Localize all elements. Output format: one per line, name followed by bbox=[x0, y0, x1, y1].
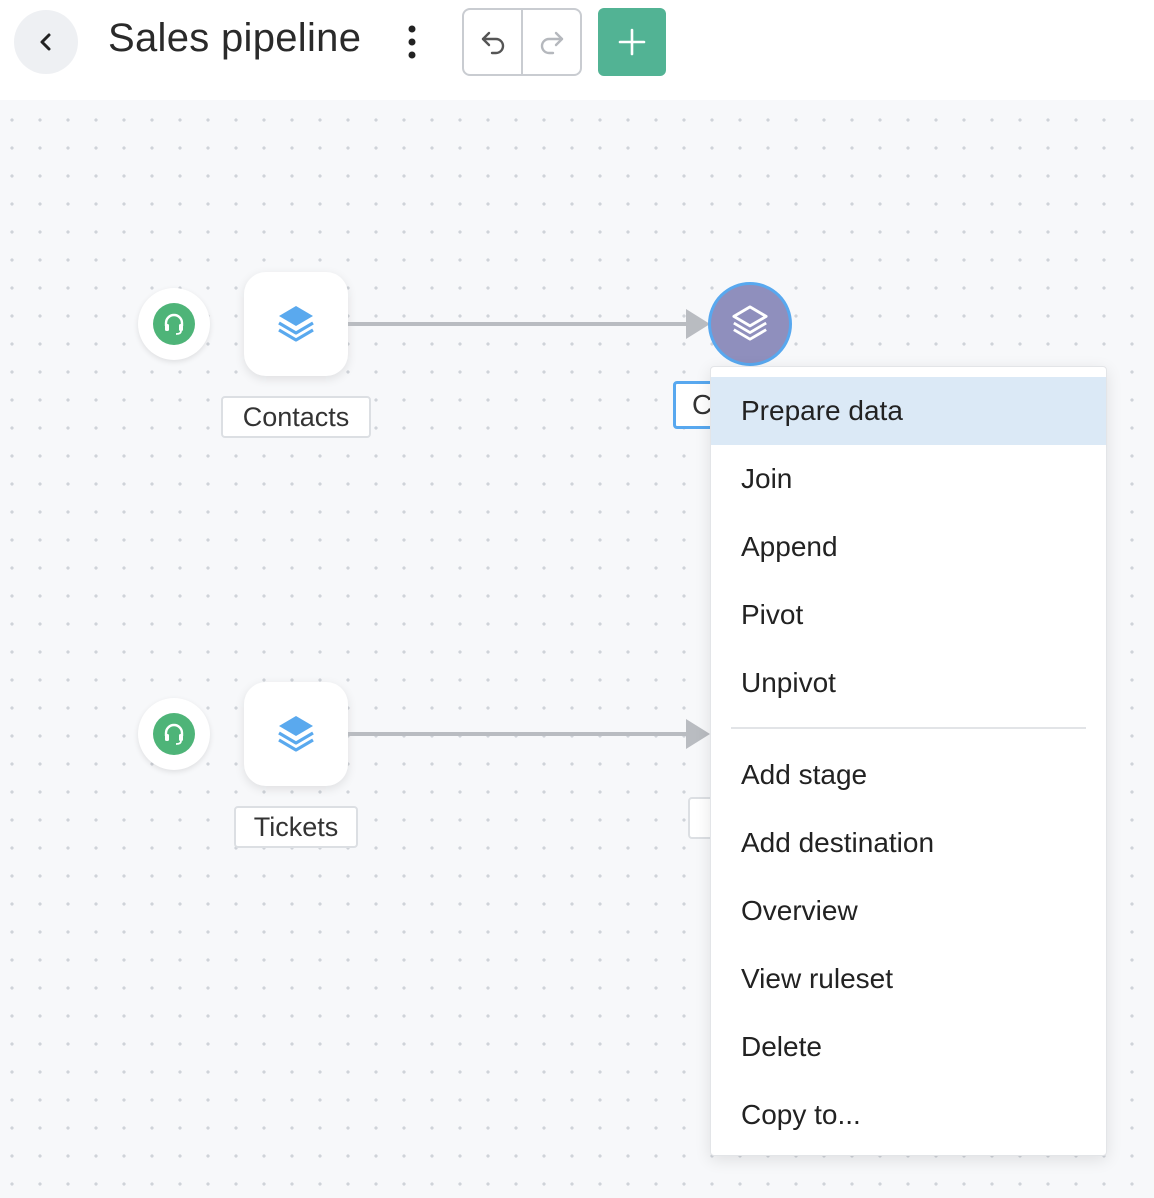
plus-icon bbox=[618, 28, 646, 56]
menu-item-prepare-data[interactable]: Prepare data bbox=[711, 377, 1106, 445]
menu-divider bbox=[731, 727, 1086, 729]
menu-item-add-stage[interactable]: Add stage bbox=[741, 759, 868, 790]
menu-item-append[interactable]: Append bbox=[741, 531, 838, 562]
headset-icon bbox=[164, 723, 184, 745]
menu-item-view-ruleset[interactable]: View ruleset bbox=[741, 963, 894, 994]
menu-item-join[interactable]: Join bbox=[741, 463, 793, 494]
chevron-left-icon bbox=[40, 33, 51, 51]
undo-redo-group bbox=[462, 8, 582, 76]
menu-item-delete[interactable]: Delete bbox=[741, 1031, 822, 1062]
connector-tickets bbox=[348, 732, 688, 736]
menu-item-add-destination[interactable]: Add destination bbox=[741, 827, 935, 858]
undo-button[interactable] bbox=[464, 10, 521, 74]
connector-contacts bbox=[348, 322, 688, 326]
context-menu: Prepare data Join Append Pivot Unpivot A… bbox=[710, 366, 1107, 1156]
headset-icon bbox=[164, 313, 184, 335]
menu-item-overview[interactable]: Overview bbox=[741, 895, 858, 926]
undo-icon bbox=[481, 31, 504, 55]
add-button[interactable] bbox=[598, 8, 666, 76]
stage-node[interactable] bbox=[708, 282, 792, 366]
kebab-icon bbox=[408, 25, 416, 59]
arrow-tickets bbox=[686, 719, 710, 749]
more-options-button[interactable] bbox=[398, 22, 426, 62]
top-bar: Sales pipeline bbox=[0, 0, 1154, 100]
node-label-tickets[interactable]: Tickets bbox=[234, 806, 358, 848]
node-tickets[interactable] bbox=[244, 682, 348, 786]
menu-item-copy-to[interactable]: Copy to... bbox=[741, 1099, 861, 1130]
source-contacts[interactable] bbox=[138, 288, 210, 360]
redo-button[interactable] bbox=[521, 10, 580, 74]
layers-icon bbox=[732, 305, 768, 341]
layers-icon bbox=[278, 306, 314, 342]
page-title: Sales pipeline bbox=[108, 16, 362, 60]
redo-icon bbox=[540, 31, 563, 55]
source-tickets[interactable] bbox=[138, 698, 210, 770]
layers-icon bbox=[278, 716, 314, 752]
menu-item-unpivot[interactable]: Unpivot bbox=[741, 667, 836, 698]
arrow-contacts bbox=[686, 309, 710, 339]
back-button[interactable] bbox=[14, 10, 78, 74]
node-contacts[interactable] bbox=[244, 272, 348, 376]
menu-item-pivot[interactable]: Pivot bbox=[741, 599, 804, 630]
node-label-contacts[interactable]: Contacts bbox=[221, 396, 371, 438]
